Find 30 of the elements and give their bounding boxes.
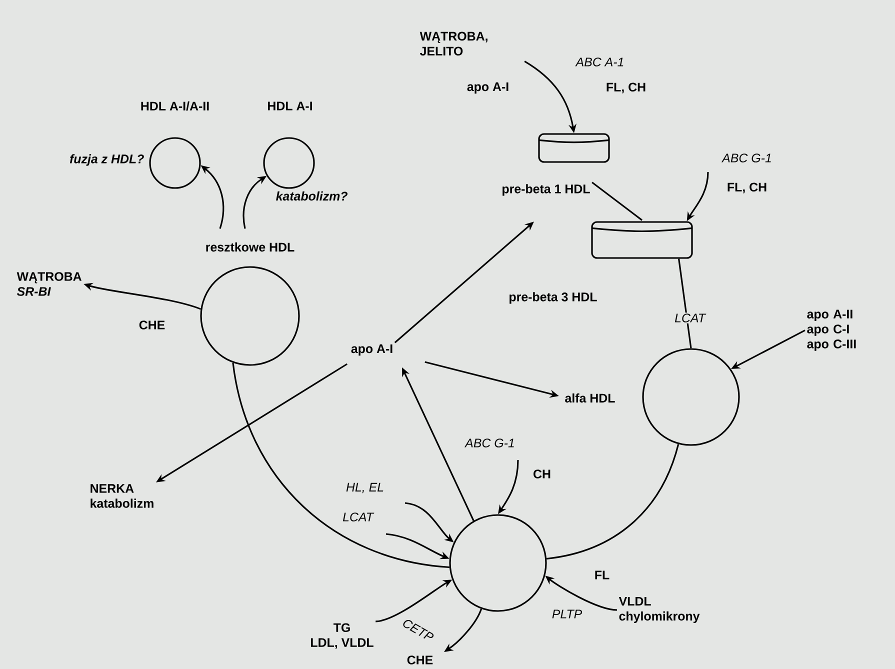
particle-label: pre-beta 3 HDL xyxy=(510,292,597,304)
edge-label: ABC G-1 xyxy=(464,438,516,448)
text-label: VLDL chylomikrony xyxy=(618,596,700,624)
particle-label: alfa HDL xyxy=(565,393,615,403)
text-label: FL xyxy=(595,570,610,580)
edge-label: CETP xyxy=(400,616,436,644)
text-label: apo A-II apo C-I apo C-III xyxy=(807,310,856,351)
particle-label: resztkowe HDL xyxy=(206,242,294,252)
annotation: katabolizm? xyxy=(276,191,348,201)
edge-label: CHE xyxy=(138,320,166,330)
text-label: apo A-I xyxy=(351,344,392,356)
edge-label: CHE xyxy=(406,654,434,666)
text-label: FL, CH xyxy=(728,182,766,194)
text-label: apo A-I xyxy=(467,82,508,94)
particle-label: HDL A-I/A-II xyxy=(141,101,209,111)
particle-circle xyxy=(449,514,547,612)
edge-label: LCAT xyxy=(342,512,374,522)
text-label: FL, CH xyxy=(606,82,646,94)
edge-label: ABC G-1 xyxy=(721,152,773,164)
edge-label: PLTP xyxy=(550,608,584,620)
text-label: WĄTROBA, JELITO xyxy=(420,32,488,56)
text-label: TG LDL, VLDL xyxy=(311,623,374,649)
text-label: CH xyxy=(534,470,550,478)
edge-label: LCAT xyxy=(674,312,706,324)
annotation: fuzja z HDL? xyxy=(70,154,144,166)
particle-label: HDL A-I xyxy=(268,102,312,110)
text-label: WĄTROBA SR-BI xyxy=(16,272,82,296)
text-label: ABC A-1 xyxy=(575,58,624,66)
text-label: NERKA katabolizm xyxy=(90,484,154,508)
particle-label: pre-beta 1 HDL xyxy=(502,184,590,196)
